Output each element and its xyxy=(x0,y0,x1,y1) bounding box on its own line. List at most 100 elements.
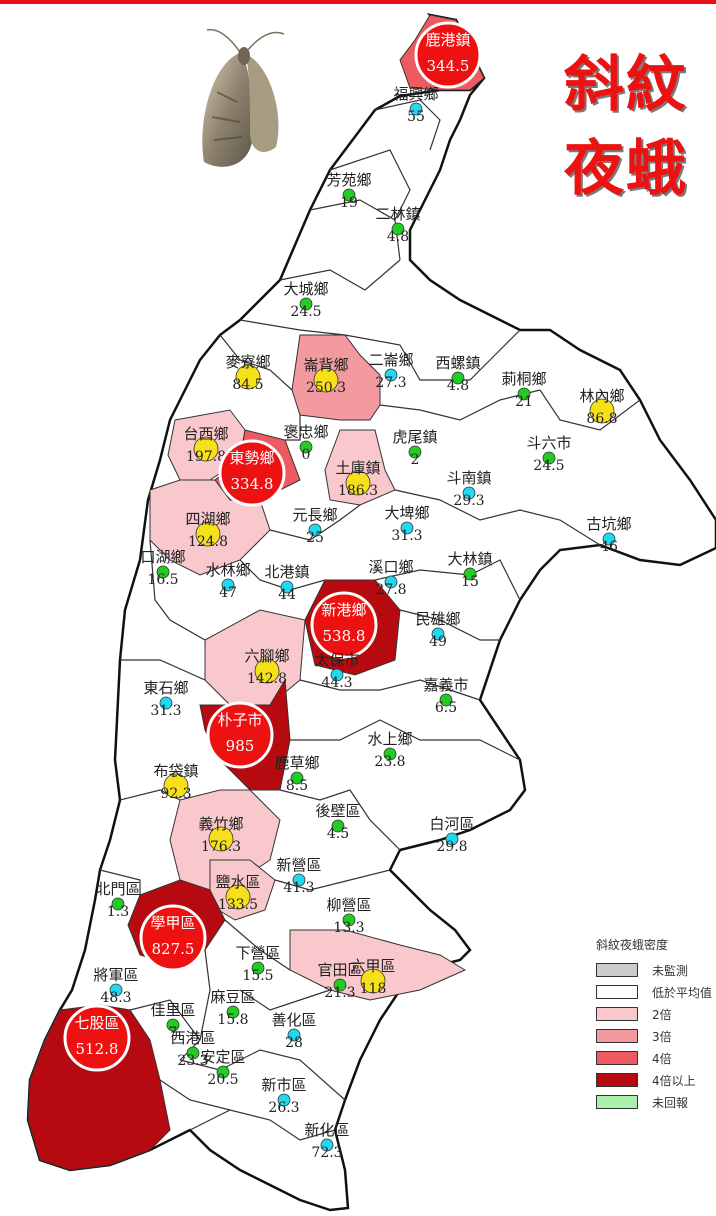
region-value-3: 4.8 xyxy=(387,229,409,245)
marker-dot-22 xyxy=(156,565,170,579)
moth-image xyxy=(202,28,285,167)
region-name-32: 嘉義市 xyxy=(423,676,468,694)
marker-dot-6 xyxy=(313,367,339,393)
region-value-33: 985 xyxy=(226,737,255,755)
legend-swatch xyxy=(596,985,638,999)
region-name-52: 七股區 xyxy=(74,1014,119,1032)
region-name-33: 朴子市 xyxy=(217,711,262,729)
region-name-11: 台西鄉 xyxy=(183,425,228,443)
region-name-50: 佳里區 xyxy=(150,1001,195,1019)
region-value-35: 8.5 xyxy=(286,778,308,794)
region-name-54: 安定區 xyxy=(200,1048,245,1066)
region-name-36: 布袋鎮 xyxy=(153,762,198,780)
marker-dot-2 xyxy=(342,188,356,202)
marker-dot-51 xyxy=(287,1028,301,1042)
region-value-39: 176.3 xyxy=(201,839,241,855)
legend-label: 未監測 xyxy=(652,964,689,978)
top-accent-bar xyxy=(0,0,716,4)
marker-dot-5 xyxy=(235,364,261,390)
marker-dot-31 xyxy=(330,668,344,682)
region-name-24: 北港鎮 xyxy=(264,563,309,581)
region-name-26: 大林鎮 xyxy=(447,550,492,568)
region-value-51: 28 xyxy=(285,1035,303,1051)
legend-title: 斜紋夜蛾密度 xyxy=(596,938,669,952)
marker-dot-55 xyxy=(277,1093,291,1107)
marker-dot-4 xyxy=(299,297,313,311)
marker-large-0 xyxy=(414,21,482,89)
region-value-16: 186.3 xyxy=(338,483,378,499)
legend-swatch xyxy=(596,963,638,977)
region-name-55: 新市區 xyxy=(261,1076,306,1094)
region-value-20: 31.3 xyxy=(391,528,422,544)
marker-large-44 xyxy=(139,904,207,972)
marker-dot-23 xyxy=(221,578,235,592)
region-shape-tuku xyxy=(324,429,396,506)
region-value-10: 86.8 xyxy=(586,411,617,427)
marker-dot-36 xyxy=(163,773,189,799)
legend-swatch xyxy=(596,1029,638,1043)
region-name-45: 下營區 xyxy=(235,944,280,962)
legend-label: 2倍 xyxy=(652,1008,672,1022)
marker-dot-10 xyxy=(589,398,615,424)
region-name-18: 四湖鄉 xyxy=(185,510,230,528)
marker-dot-17 xyxy=(462,486,476,500)
region-value-28: 49 xyxy=(429,634,447,650)
region-value-31: 44.3 xyxy=(321,675,352,691)
region-value-41: 133.5 xyxy=(218,897,258,913)
legend-label: 4倍 xyxy=(652,1052,672,1066)
region-value-1: 55 xyxy=(407,109,425,125)
region-name-51: 善化區 xyxy=(271,1011,316,1029)
region-name-29: 六腳鄉 xyxy=(244,647,289,665)
region-value-8: 4.8 xyxy=(447,378,469,394)
marker-dot-16 xyxy=(345,470,371,496)
marker-dot-46 xyxy=(360,968,386,994)
marker-dot-34 xyxy=(383,747,397,761)
region-value-55: 26.3 xyxy=(268,1100,299,1116)
region-name-25: 溪口鄉 xyxy=(368,558,413,576)
region-name-19: 元長鄉 xyxy=(292,506,337,524)
marker-dot-40 xyxy=(292,873,306,887)
region-name-31: 太保市 xyxy=(314,651,359,669)
region-value-29: 142.8 xyxy=(247,671,287,687)
legend-label: 低於平均值 xyxy=(652,986,713,1000)
region-value-42: 1.3 xyxy=(107,904,129,920)
marker-dot-15 xyxy=(542,451,556,465)
region-value-18: 124.8 xyxy=(188,534,228,550)
marker-dot-30 xyxy=(159,696,173,710)
region-value-54: 20.5 xyxy=(207,1072,238,1088)
region-value-32: 6.5 xyxy=(435,700,457,716)
region-name-48: 官田區 xyxy=(317,961,362,979)
region-value-11: 197.8 xyxy=(186,449,226,465)
region-value-15: 24.5 xyxy=(533,458,564,474)
region-name-30: 東石鄉 xyxy=(143,679,188,697)
marker-dot-20 xyxy=(400,521,414,535)
region-value-14: 2 xyxy=(411,452,420,468)
legend-swatch xyxy=(596,1007,638,1021)
region-value-44: 827.5 xyxy=(152,940,195,958)
region-name-34: 水上鄉 xyxy=(367,730,412,748)
region-name-14: 虎尾鎮 xyxy=(392,428,437,446)
region-name-8: 西螺鎮 xyxy=(435,354,480,372)
region-name-39: 義竹鄉 xyxy=(198,815,243,833)
region-labels: 鹿港鎮344.5福興鄉55芳苑鄉19二林鎮4.8大城鄉24.5麥寮鄉84.5崙背… xyxy=(63,21,632,1161)
marker-dot-48 xyxy=(333,978,347,992)
region-name-21: 古坑鄉 xyxy=(586,515,631,533)
region-value-37: 4.5 xyxy=(327,826,349,842)
region-value-13: 0 xyxy=(302,447,311,463)
region-name-5: 麥寮鄉 xyxy=(225,353,270,371)
legend-label: 3倍 xyxy=(652,1030,672,1044)
region-name-1: 福興鄉 xyxy=(393,85,438,103)
marker-large-27 xyxy=(310,591,378,659)
marker-dot-38 xyxy=(445,832,459,846)
region-value-24: 44 xyxy=(278,587,296,603)
region-value-22: 16.5 xyxy=(147,572,178,588)
marker-dot-50 xyxy=(166,1018,180,1032)
region-value-50: 7 xyxy=(169,1025,178,1041)
marker-dot-32 xyxy=(439,693,453,707)
region-value-49: 15.8 xyxy=(217,1012,248,1028)
region-name-42: 北門區 xyxy=(95,880,140,898)
region-name-37: 後壁區 xyxy=(315,802,360,820)
marker-dot-37 xyxy=(331,819,345,833)
